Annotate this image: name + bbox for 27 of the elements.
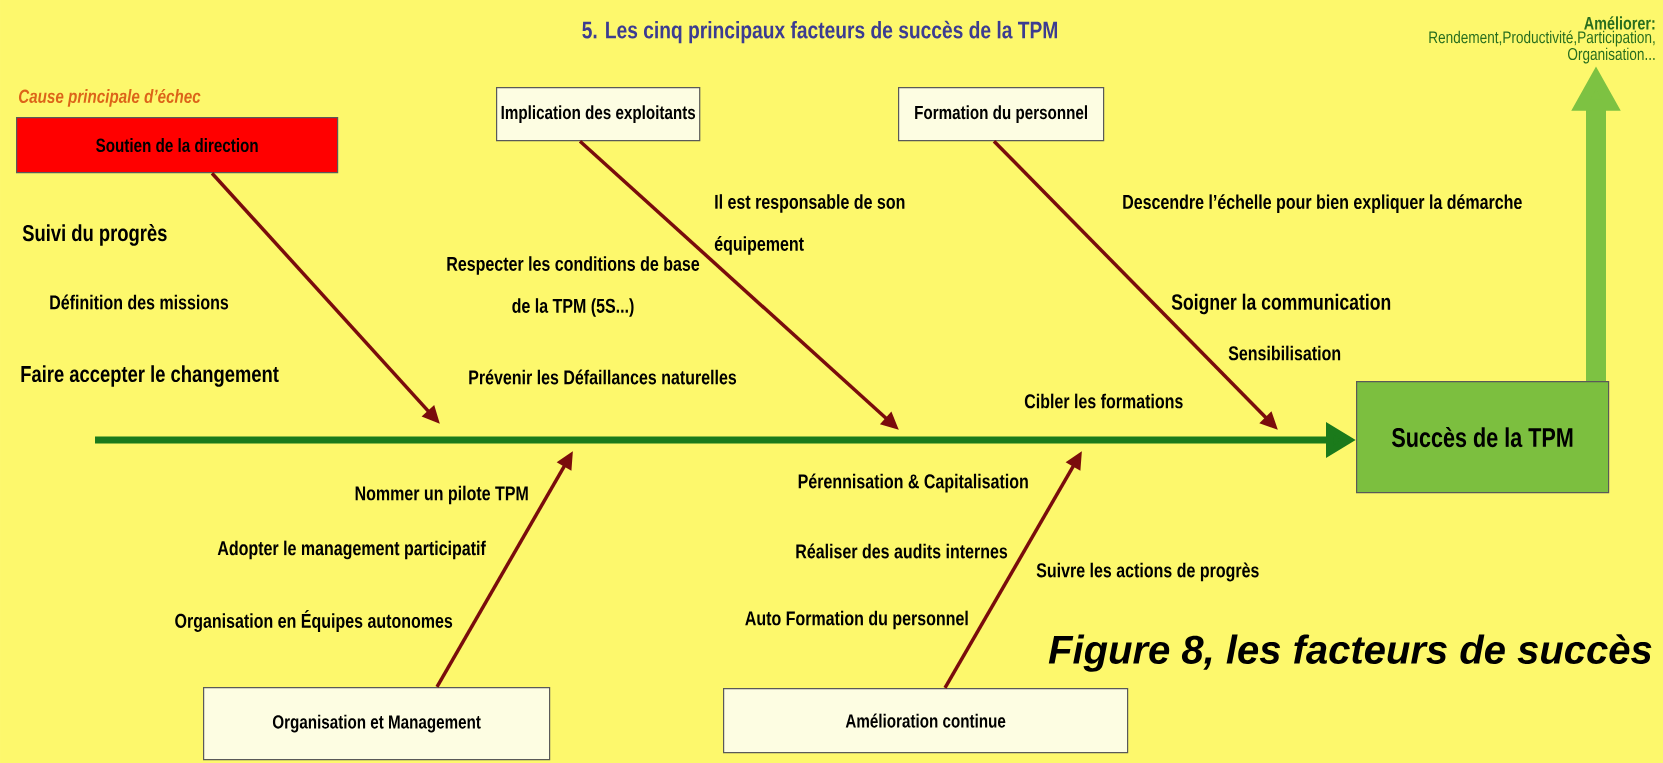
cause-text: Respecter les conditions de base de la TPM (5S...) — [447, 256, 700, 317]
cause-text: Nommer un pilote TPM — [355, 485, 528, 505]
cause-text: Organisation en Équipes autonomes — [175, 610, 453, 632]
cause-box: Amélioration continue — [723, 688, 1129, 754]
cause-box: Implication des exploitants — [496, 87, 701, 142]
title: 5. Les cinq principaux facteurs de succès de la TPM — [582, 20, 1057, 44]
cause-text: Suivre les actions de progrès — [1036, 562, 1259, 582]
cause-text: Descendre l’échelle pour bien expliquer la démarche — [1123, 194, 1522, 213]
cause-box: Soutien de la direction — [16, 117, 339, 174]
cause-box: Organisation et Management — [203, 687, 551, 761]
cause-text: Il est responsable de son équipement — [714, 194, 905, 255]
cause-text: Pérennisation & Capitalisation — [798, 473, 1028, 493]
cause-text: Réaliser des audits internes — [796, 543, 1008, 559]
cause-text: Faire accepter le changement — [21, 365, 279, 387]
cause-text: Définition des missions — [50, 294, 229, 310]
cause-text: Soigner la communication — [1171, 293, 1391, 315]
caption: Figure 8, les facteurs de succès — [1048, 634, 1652, 672]
cause-text: Adopter le management participatif — [217, 540, 486, 560]
goal-text: Améliorer: Rendement,Productivité,Participation, Organisation... — [1429, 16, 1655, 64]
cause-text: Prévenir les Défaillances naturelles — [469, 369, 737, 385]
cause-text: Auto Formation du personnel — [745, 610, 968, 630]
effect-box: Succès de la TPM — [1356, 381, 1610, 494]
cause-text: Cibler les formations — [1024, 393, 1183, 409]
cause-heading: Cause principale d’échec — [18, 88, 201, 107]
cause-text: Sensibilisation — [1228, 345, 1341, 361]
cause-text: Suivi du progrès — [22, 224, 167, 246]
cause-box: Formation du personnel — [898, 87, 1105, 142]
